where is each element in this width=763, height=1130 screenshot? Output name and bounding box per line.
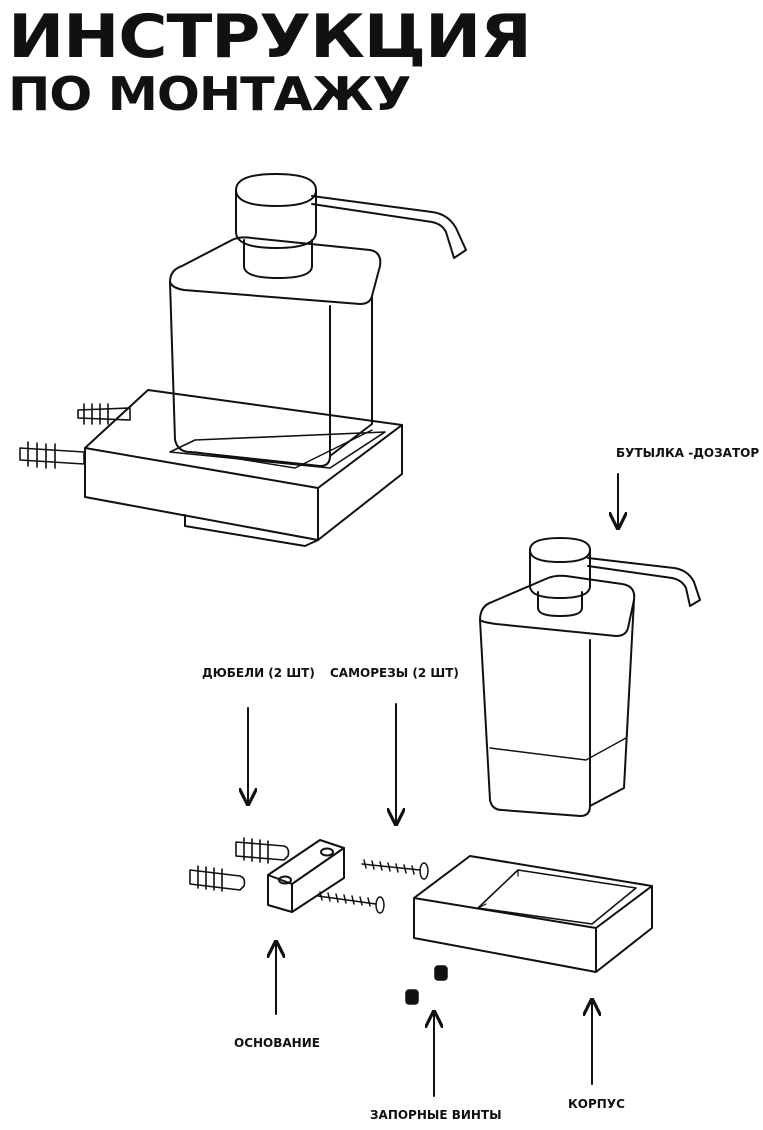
label-dowels: ДЮБЕЛИ (2 ШТ) bbox=[202, 666, 315, 680]
bottle-dispenser-drawing bbox=[480, 538, 700, 816]
title-line-2: ПО МОНТАЖУ bbox=[8, 67, 411, 121]
assembled-dispenser-drawing bbox=[20, 174, 466, 546]
screws-drawing bbox=[318, 860, 428, 913]
body-housing-drawing bbox=[414, 856, 652, 972]
label-bottle-dispenser: БУТЫЛКА -ДОЗАТОР bbox=[616, 446, 760, 460]
lock-screws-drawing bbox=[406, 966, 447, 1004]
callout-arrows bbox=[248, 474, 618, 1096]
title-line-1: ИНСТРУКЦИЯ bbox=[8, 2, 532, 72]
label-base: ОСНОВАНИЕ bbox=[234, 1036, 320, 1050]
base-plate-drawing bbox=[268, 840, 344, 912]
label-lock-screws: ЗАПОРНЫЕ ВИНТЫ bbox=[370, 1108, 502, 1122]
label-body: КОРПУС bbox=[568, 1097, 625, 1111]
dowels-drawing bbox=[190, 838, 289, 891]
label-screws: САМОРЕЗЫ (2 ШТ) bbox=[330, 666, 459, 680]
